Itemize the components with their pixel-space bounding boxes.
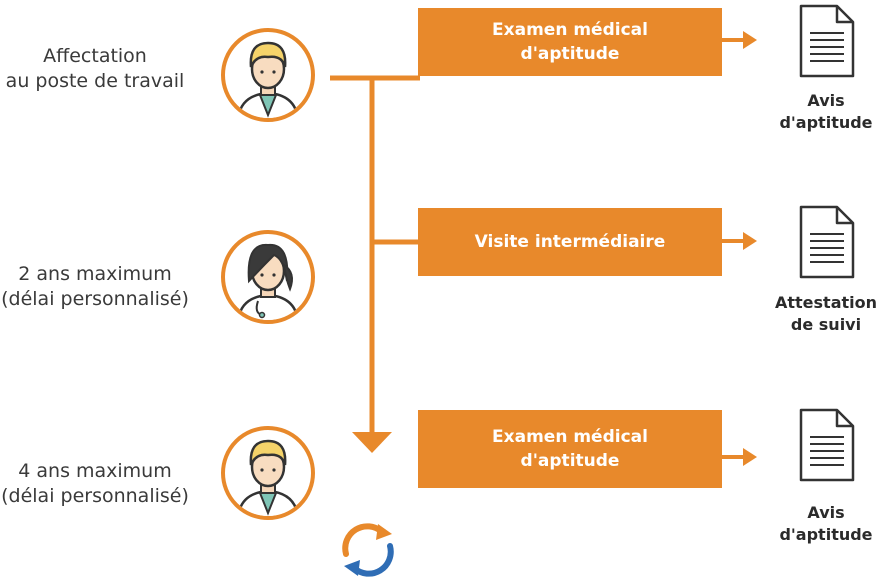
label-line: 2 ans maximum xyxy=(18,263,172,285)
doc-label-line: d'aptitude xyxy=(779,525,873,544)
document-icon xyxy=(799,205,855,279)
doc-label-line: de suivi xyxy=(790,315,862,334)
doc-label-line: Avis xyxy=(807,91,845,110)
timeline-arrowhead xyxy=(352,432,392,453)
doc-label-2: Attestation de suivi xyxy=(767,292,885,336)
label-line: Affectation xyxy=(43,45,147,67)
label-line: au poste de travail xyxy=(5,70,185,92)
document-icon xyxy=(799,408,855,482)
doc-label-1: Avis d'aptitude xyxy=(767,90,885,134)
doc-label-line: Attestation xyxy=(774,293,877,312)
row-3-left-label: 4 ans maximum (délai personnalisé) xyxy=(0,459,190,509)
doc-label-line: d'aptitude xyxy=(779,113,873,132)
step-line: d'aptitude xyxy=(520,451,620,471)
arrow-to-doc-2 xyxy=(722,232,757,250)
step-line: Examen médical xyxy=(492,20,648,40)
arrow-to-doc-1 xyxy=(722,31,757,49)
step-box-visite: Visite intermédiaire xyxy=(418,208,722,276)
label-line: (délai personnalisé) xyxy=(1,288,189,310)
label-line: 4 ans maximum xyxy=(18,460,172,482)
arrow-to-doc-3 xyxy=(722,448,757,466)
row-2-left-label: 2 ans maximum (délai personnalisé) xyxy=(0,262,190,312)
refresh-cycle-icon xyxy=(342,523,394,577)
step-box-examen-2: Examen médical d'aptitude xyxy=(418,410,722,488)
step-line: Examen médical xyxy=(492,427,648,447)
step-line: Visite intermédiaire xyxy=(474,232,666,252)
row-1-left-label: Affectation au poste de travail xyxy=(0,44,190,94)
step-line: d'aptitude xyxy=(520,44,620,64)
step-box-examen-1: Examen médical d'aptitude xyxy=(418,8,722,76)
label-line: (délai personnalisé) xyxy=(1,485,189,507)
document-icon xyxy=(799,4,855,78)
male-doctor-icon xyxy=(221,426,315,520)
male-doctor-icon xyxy=(221,28,315,122)
doc-label-line: Avis xyxy=(807,503,845,522)
doc-label-3: Avis d'aptitude xyxy=(767,502,885,546)
female-doctor-icon xyxy=(221,230,315,324)
